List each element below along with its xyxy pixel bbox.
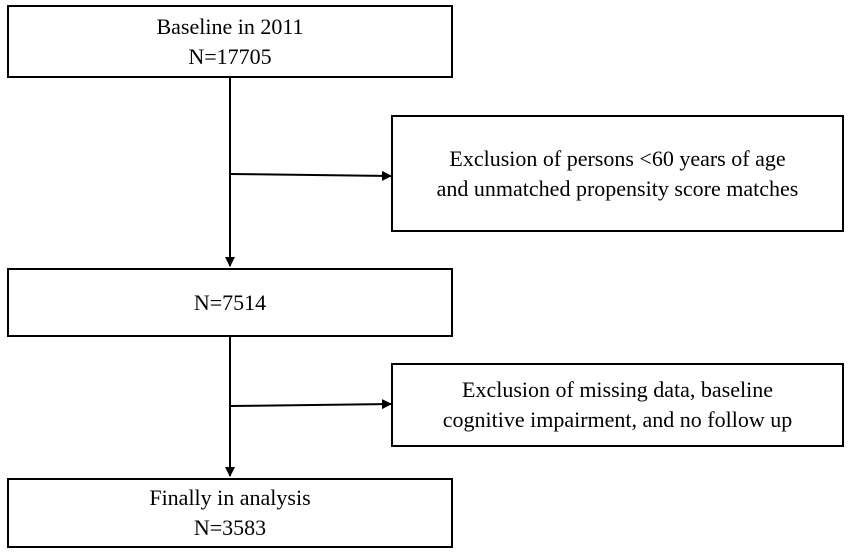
arrow-to-exclusion-1: [229, 170, 392, 181]
baseline-title: Baseline in 2011: [156, 13, 304, 39]
arrow-to-exclusion-2: [229, 399, 392, 410]
baseline-count: N=17705: [188, 43, 272, 69]
final-box: Finally in analysis N=3583: [7, 478, 453, 548]
final-count: N=3583: [193, 515, 267, 540]
final-title: Finally in analysis: [149, 485, 311, 510]
exclusion-box-2: Exclusion of missing data, baseline cogn…: [391, 363, 844, 447]
middle-count: N=7514: [193, 289, 267, 315]
exclusion-2-line-2: cognitive impairment, and no follow up: [442, 407, 793, 432]
exclusion-2-line-1: Exclusion of missing data, baseline: [462, 377, 773, 402]
baseline-box: Baseline in 2011 N=17705: [7, 5, 453, 78]
middle-box: N=7514: [7, 268, 453, 337]
exclusion-1-line-2: and unmatched propensity score matches: [436, 175, 799, 201]
exclusion-box-1: Exclusion of persons <60 years of age an…: [391, 115, 844, 232]
exclusion-1-line-1: Exclusion of persons <60 years of age: [449, 145, 786, 171]
